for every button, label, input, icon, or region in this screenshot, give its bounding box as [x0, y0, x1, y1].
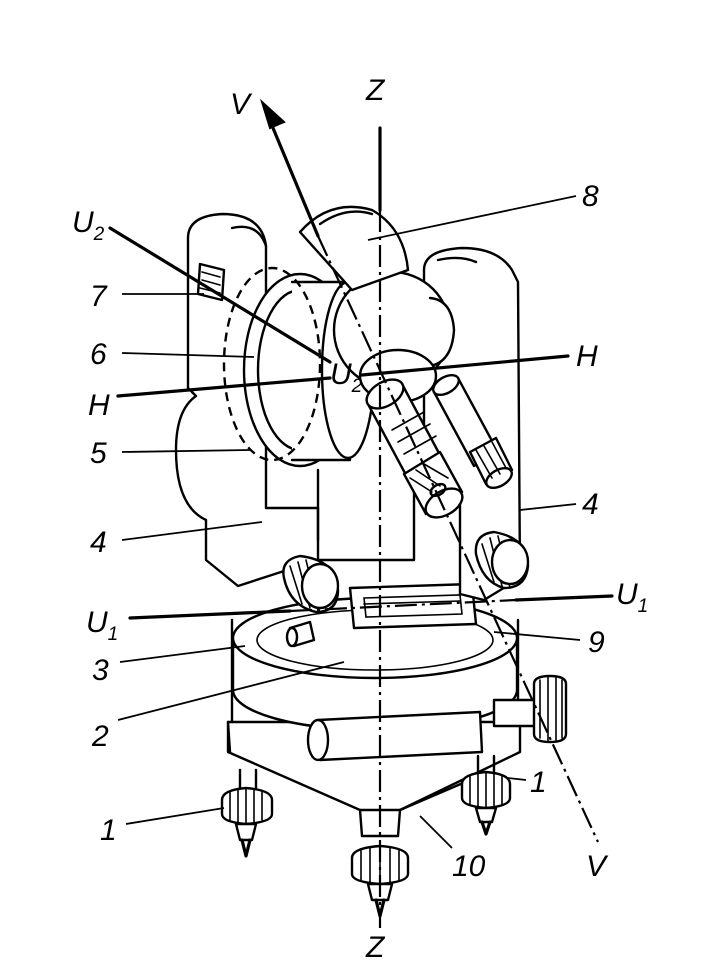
callout-4-left: 4	[90, 526, 107, 559]
foot-screw-left	[220, 768, 274, 858]
callout-3: 3	[92, 654, 109, 687]
axis-U2	[108, 226, 332, 364]
callout-7: 7	[90, 280, 108, 313]
clamp-screws	[282, 530, 530, 614]
callout-4-right: 4	[582, 488, 599, 521]
callout-1-left: 1	[100, 814, 117, 847]
label-U1-left: U1	[86, 606, 118, 645]
label-H-right: H	[576, 340, 598, 373]
callout-8: 8	[582, 180, 599, 213]
label-V-top: V	[230, 88, 253, 121]
axis-U1	[128, 594, 614, 620]
label-U2-left: U2	[72, 206, 105, 245]
axis-V	[259, 98, 599, 843]
callout-9: 9	[588, 626, 605, 659]
axis-H	[116, 354, 570, 398]
foot-screw-right	[460, 754, 512, 836]
label-H-left: H	[88, 389, 110, 422]
label-U2-center: U2	[330, 358, 363, 397]
limb-assembly	[231, 596, 568, 762]
telescope	[298, 205, 514, 519]
label-Z-bottom: Z	[365, 931, 386, 964]
callout-6: 6	[90, 338, 107, 371]
callout-5: 5	[90, 437, 107, 470]
callout-1-right: 1	[530, 766, 547, 799]
label-U1-right: U1	[616, 578, 648, 617]
label-V-bottom: V	[586, 850, 609, 883]
callout-10: 10	[452, 850, 486, 883]
callout-2: 2	[91, 720, 109, 753]
leader-lines	[117, 195, 581, 849]
label-Z-top: Z	[365, 74, 386, 107]
